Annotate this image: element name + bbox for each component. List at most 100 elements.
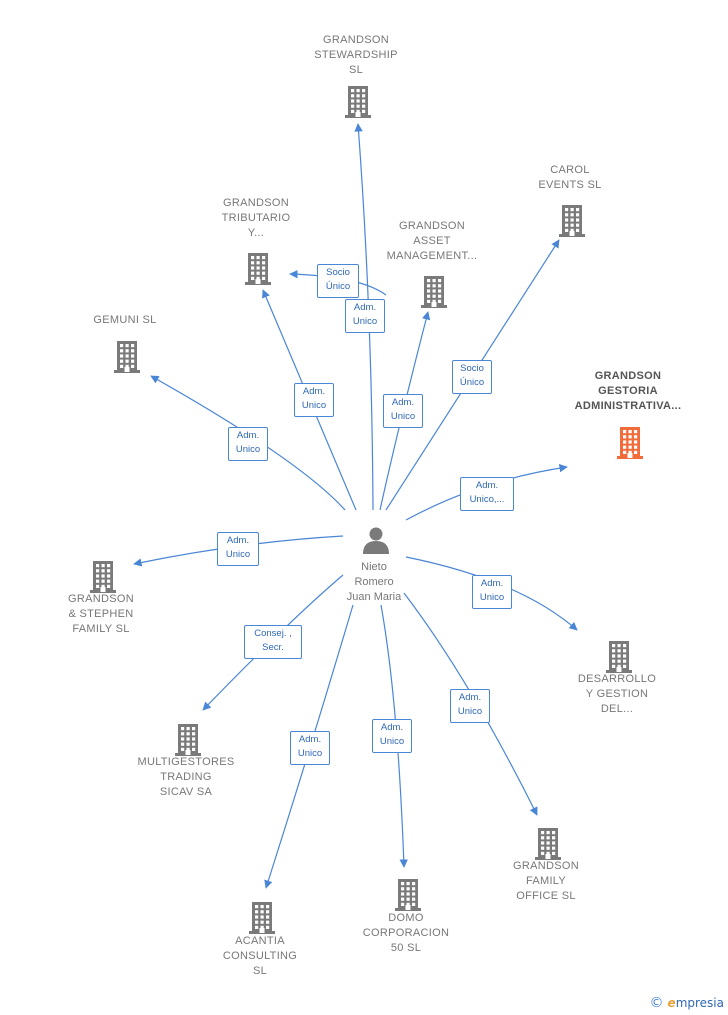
relation-label-line: Adm. xyxy=(380,722,404,733)
company-label-acantia[interactable]: ACANTIA CONSULTING SL xyxy=(195,934,325,979)
company-label-grandson-asset[interactable]: GRANDSON ASSET MANAGEMENT... xyxy=(367,219,497,264)
company-label-line: TRIBUTARIO xyxy=(221,212,291,224)
company-label-line: SICAV SA xyxy=(159,786,213,798)
relation-label-line: Adm. xyxy=(353,302,377,313)
relation-label-line: Adm. xyxy=(302,386,326,397)
company-label-line: CAROL xyxy=(550,164,590,176)
relation-edge-gemuni xyxy=(150,375,346,511)
building-icon[interactable] xyxy=(247,900,277,934)
company-label-line: MULTIGESTORES xyxy=(137,756,235,768)
person-label-line: Romero xyxy=(354,576,394,588)
relation-label-line: Unico xyxy=(457,706,483,717)
relation-label-line: Unico xyxy=(301,400,327,411)
company-label-line: & STEPHEN xyxy=(68,608,134,620)
relation-label[interactable]: Adm. Unico xyxy=(383,394,423,428)
company-label-line: GRANDSON xyxy=(399,220,465,232)
company-label-line: GRANDSON xyxy=(323,34,389,46)
company-label-line: EVENTS SL xyxy=(538,179,602,191)
company-label-line: CORPORACION xyxy=(362,927,450,939)
building-icon[interactable] xyxy=(393,877,423,911)
company-label-line: DOMO xyxy=(388,912,424,924)
company-label-line: TRADING xyxy=(160,771,212,783)
relation-label-line: Unico xyxy=(225,549,251,560)
building-icon[interactable] xyxy=(604,639,634,673)
relation-label-line: Adm. xyxy=(480,578,504,589)
relation-label[interactable]: Adm. Unico xyxy=(228,427,268,461)
relation-label-line: Adm. xyxy=(226,535,250,546)
building-icon[interactable] xyxy=(343,84,373,118)
person-label-line: Nieto xyxy=(361,561,387,573)
relation-label[interactable]: Adm. Unico xyxy=(450,689,490,723)
building-icon[interactable] xyxy=(88,559,118,593)
company-label-line: OFFICE SL xyxy=(516,890,576,902)
relation-label-line: Socio xyxy=(460,363,484,374)
relation-label[interactable]: Adm. Unico xyxy=(345,299,385,333)
company-label-line: Y GESTION xyxy=(585,688,649,700)
company-label-line: DEL... xyxy=(600,703,634,715)
building-icon[interactable] xyxy=(615,425,645,459)
building-icon[interactable] xyxy=(419,274,449,308)
building-icon[interactable] xyxy=(243,251,273,285)
relation-label[interactable]: Adm. Unico,... xyxy=(460,477,514,511)
relation-label[interactable]: Consej. ,Secr. xyxy=(244,625,302,659)
building-icon[interactable] xyxy=(533,826,563,860)
company-label-line: MANAGEMENT... xyxy=(386,250,478,262)
relation-label-line: Unico xyxy=(235,444,261,455)
relation-label-line: Unico xyxy=(379,736,405,747)
copyright-icon: © xyxy=(649,995,664,1011)
company-label-line: SL xyxy=(348,64,364,76)
relation-label[interactable]: Adm.Unico xyxy=(290,731,330,765)
relation-label-line: Adm. xyxy=(475,480,499,491)
relation-label-line: Único xyxy=(325,281,351,292)
brand-name: mpresia xyxy=(675,996,724,1010)
relation-label-line: Adm. xyxy=(236,430,260,441)
company-label-line: STEWARDSHIP xyxy=(314,49,398,61)
company-label-desarrollo-gestion[interactable]: DESARROLLO Y GESTION DEL... xyxy=(552,672,682,717)
company-label-line: GRANDSON xyxy=(513,860,579,872)
relation-label-line: Adm. xyxy=(458,692,482,703)
company-label-line: DESARROLLO xyxy=(577,673,657,685)
company-label-line: ASSET xyxy=(413,235,451,247)
relation-label[interactable]: Adm. Unico xyxy=(372,719,412,753)
relation-label[interactable]: Adm. Unico xyxy=(294,383,334,417)
company-label-multigestores[interactable]: MULTIGESTORES TRADING SICAV SA xyxy=(121,755,251,800)
company-label-grandson-stewardship[interactable]: GRANDSON STEWARDSHIP SL xyxy=(291,33,421,78)
company-label-grandson-family-office[interactable]: GRANDSON FAMILY OFFICE SL xyxy=(481,859,611,904)
relation-label-line: Adm. xyxy=(391,397,415,408)
company-label-line: GRANDSON xyxy=(223,197,289,209)
company-label-gemuni[interactable]: GEMUNI SL xyxy=(60,313,190,328)
company-label-line: CONSULTING xyxy=(222,950,298,962)
relation-label[interactable]: Adm. Unico xyxy=(472,575,512,609)
relation-label-line: Unico xyxy=(352,316,378,327)
company-label-line: ACANTIA xyxy=(235,935,285,947)
relation-edge-domo xyxy=(380,604,408,868)
company-label-line: FAMILY SL xyxy=(72,623,130,635)
company-label-line: FAMILY xyxy=(525,875,567,887)
relation-label-line: Unico xyxy=(390,411,416,422)
relation-label-line: Socio xyxy=(326,267,350,278)
relation-label-line: Unico,... xyxy=(469,494,505,505)
brand-initial: e xyxy=(667,996,676,1010)
company-label-line: GEMUNI SL xyxy=(93,314,157,326)
person-icon[interactable] xyxy=(361,525,391,555)
company-label-line: GRANDSON xyxy=(594,370,662,382)
company-label-line: SL xyxy=(252,965,268,977)
building-icon[interactable] xyxy=(173,722,203,756)
building-icon[interactable] xyxy=(112,339,142,373)
relation-label-line: Único xyxy=(459,377,485,388)
building-icon[interactable] xyxy=(557,203,587,237)
brand-watermark: ©empresia xyxy=(650,995,724,1011)
relation-label[interactable]: Adm. Unico xyxy=(217,532,259,566)
company-label-carol-events[interactable]: CAROL EVENTS SL xyxy=(505,163,635,193)
relation-label-line: Unico xyxy=(479,592,505,603)
relation-label-line: Unico xyxy=(297,748,323,759)
